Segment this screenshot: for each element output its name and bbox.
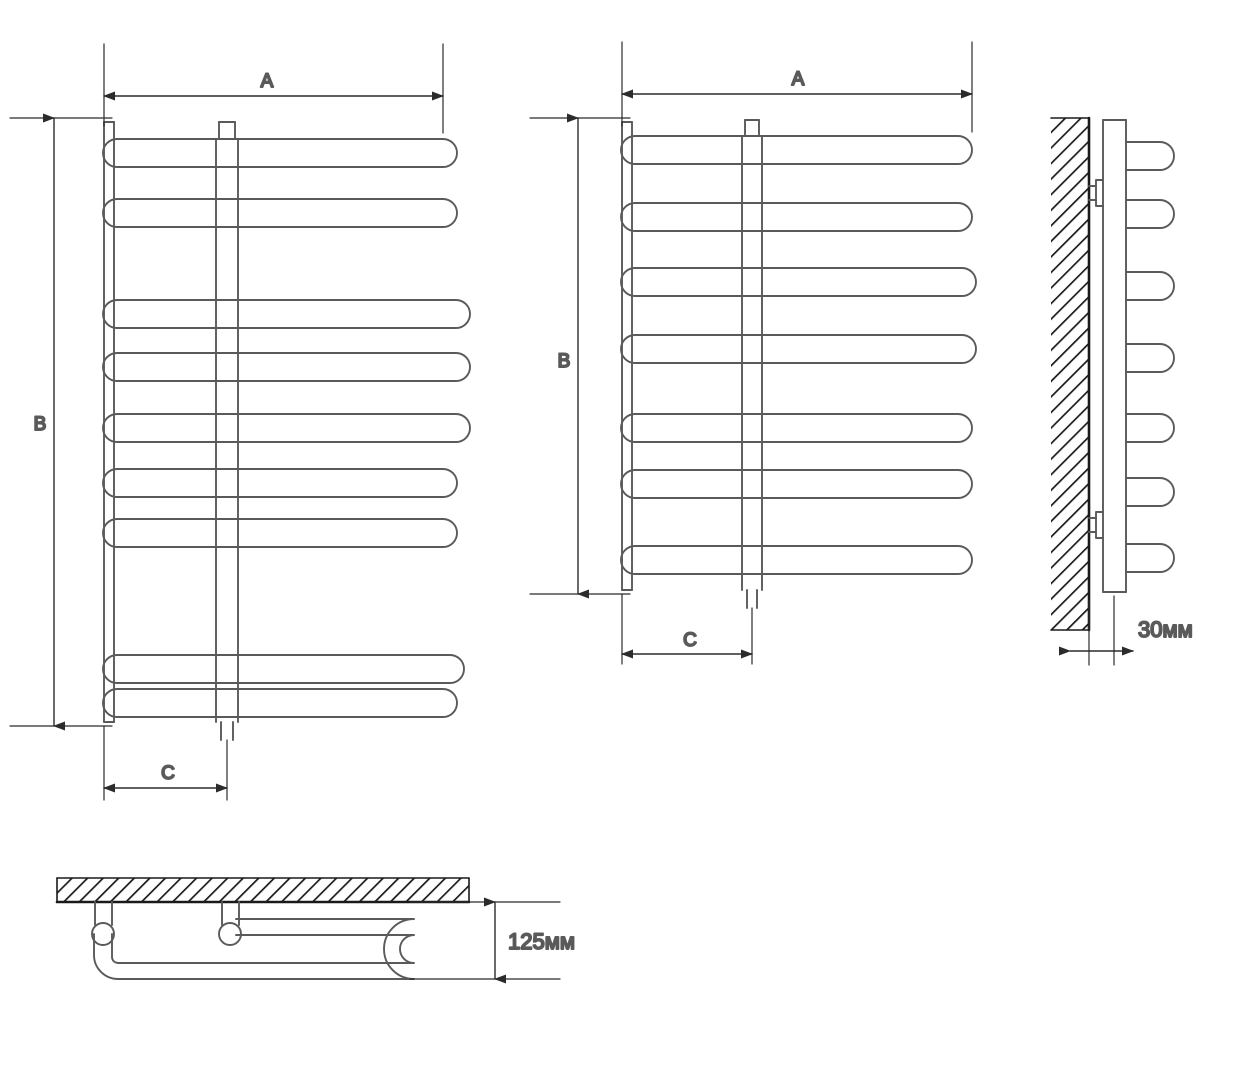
bar-end (1125, 477, 1175, 507)
extension-lines-tall (9, 43, 444, 801)
vertical-riser-short (741, 119, 763, 609)
towel-bar (102, 654, 465, 684)
towel-bar (102, 352, 471, 382)
towel-bar (102, 518, 458, 548)
left-collector-tall (103, 121, 115, 723)
towel-bar (620, 545, 973, 575)
side-view: 30мм (1050, 116, 1194, 666)
mount-bracket-right-top (218, 901, 242, 946)
towel-bar (620, 334, 977, 364)
extension-lines-side (1088, 595, 1115, 666)
bar-loop-outer (93, 918, 415, 980)
mount-bracket-left-top (91, 901, 115, 946)
dimension-loopdepth-label: 125мм (508, 929, 575, 954)
towel-bar-group-short (620, 135, 977, 575)
towel-bar (102, 299, 471, 329)
towel-bar (620, 202, 973, 232)
wall-hatch-top (57, 878, 469, 902)
bar-end (1125, 413, 1175, 443)
manifold-side (1102, 119, 1127, 593)
towel-bar (102, 413, 471, 443)
bar-end-group-side (1125, 141, 1175, 573)
towel-bar (102, 688, 458, 718)
wall-bracket-lower (1088, 511, 1104, 539)
bar-end (1125, 271, 1175, 301)
dimension-C-label-short: C (683, 630, 697, 651)
wall-bracket-upper (1088, 179, 1104, 207)
bar-end (1125, 141, 1175, 171)
bar-end (1125, 199, 1175, 229)
dimension-A-label-tall: A (261, 71, 274, 92)
towel-bar (620, 469, 973, 499)
top-view: 125мм (55, 877, 576, 984)
towel-bar (102, 138, 458, 168)
towel-bar (102, 198, 458, 228)
towel-bar (102, 468, 458, 498)
towel-bar (620, 135, 973, 165)
vertical-riser-tall (215, 121, 239, 741)
towel-bar-group-tall (102, 138, 471, 718)
towel-bar (620, 413, 973, 443)
bar-loop-top (93, 918, 415, 980)
wall-hatch-side (1051, 118, 1089, 630)
bar-loop-inner (111, 933, 415, 964)
dimension-B-label-tall: B (34, 414, 47, 435)
dimension-C-label-tall: C (161, 763, 175, 784)
dimension-B-label-short: B (558, 351, 571, 372)
towel-bar (620, 267, 977, 297)
front-view-tall: A B C (9, 43, 471, 801)
bar-end (1125, 343, 1175, 373)
dimension-A-label-short: A (792, 69, 805, 90)
dimension-wallgap-label: 30мм (1138, 617, 1193, 642)
bar-end (1125, 543, 1175, 573)
front-view-short: A B C (529, 41, 977, 665)
